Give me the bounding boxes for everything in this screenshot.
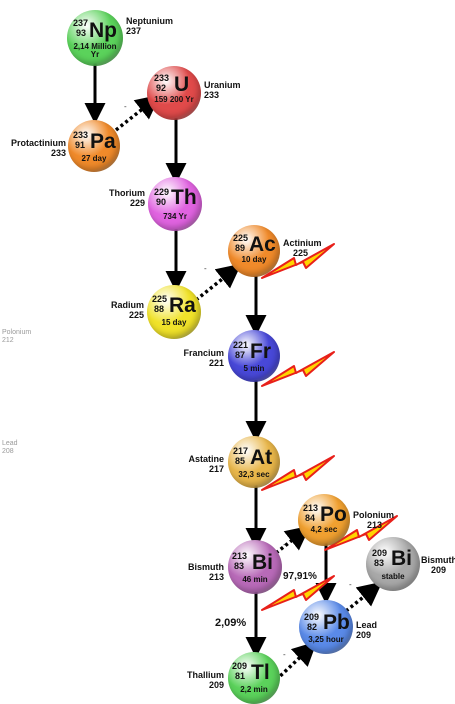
nuclide-ra: 225 88 Ra 15 day bbox=[147, 285, 201, 339]
faint-label-lead: Lead 208 bbox=[2, 440, 18, 456]
lightning-bolt-icon bbox=[261, 455, 335, 491]
lightning-bolt-icon bbox=[261, 351, 335, 387]
lightning-bolt-icon bbox=[324, 515, 398, 551]
nuclide-np: 237 93 Np 2,14 Million Yr bbox=[67, 10, 123, 66]
beta-arrow-ra-ac bbox=[194, 263, 242, 302]
charge-dash: - bbox=[124, 102, 127, 111]
charge-dash: - bbox=[349, 580, 352, 589]
nuclide-th: 229 90 Th 734 Yr bbox=[148, 177, 202, 231]
charge-dash: - bbox=[283, 540, 286, 549]
nuclide-bi-209: 209 83 Bi stable bbox=[366, 537, 420, 591]
branch-percent-tl: 2,09% bbox=[215, 617, 247, 629]
beta-arrow-bi-po bbox=[274, 525, 311, 555]
lightning-bolts bbox=[261, 243, 398, 611]
nuclide-bi-213: 213 83 Bi 46 min bbox=[228, 540, 282, 594]
nuclide-pb: 209 82 Pb 3,25 hour bbox=[299, 600, 353, 654]
beta-arrow-pa-u bbox=[114, 94, 161, 132]
nuclide-fr: 221 87 Fr 5 min bbox=[228, 330, 280, 382]
lightning-bolt-icon bbox=[261, 575, 335, 611]
charge-dash: - bbox=[283, 650, 286, 659]
nuclide-u: 233 92 U 159 200 Yr bbox=[147, 66, 201, 120]
nuclide-ac: 225 89 Ac 10 day bbox=[228, 225, 280, 277]
faint-label-polonium: Polonium 212 bbox=[2, 329, 32, 345]
beta-arrow-tl-pb bbox=[274, 641, 318, 682]
branch-percent-po: 97,91% bbox=[283, 571, 317, 582]
nuclide-pa: 233 91 Pa 27 day bbox=[68, 120, 120, 172]
nuclide-po: 213 84 Po 4,2 sec bbox=[298, 494, 350, 546]
beta-arrow-pb-bi bbox=[344, 581, 383, 613]
charge-dash: - bbox=[204, 264, 207, 273]
nuclide-at: 217 85 At 32,3 sec bbox=[228, 436, 280, 488]
lightning-bolt-icon bbox=[261, 243, 335, 279]
nuclide-tl: 209 81 Tl 2,2 min bbox=[228, 652, 280, 704]
